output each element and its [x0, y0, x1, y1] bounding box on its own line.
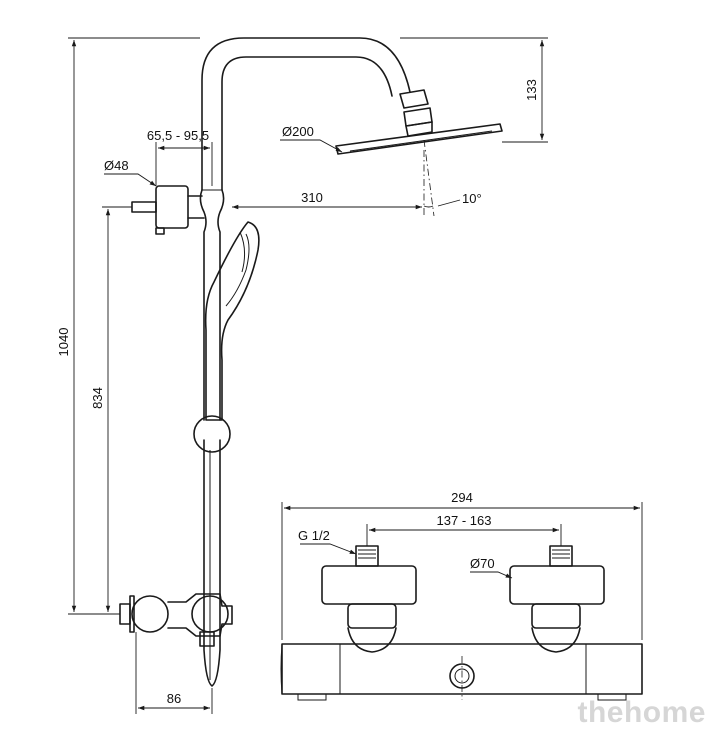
dim-label-rail-offset: 65,5 - 95,5 — [147, 128, 209, 143]
dim-label-escutcheon: Ø70 — [470, 556, 495, 571]
hand-shower — [204, 221, 260, 421]
dim-thread: G 1/2 — [298, 528, 357, 555]
dim-310: 310 — [232, 190, 422, 210]
head-axis-tilted — [423, 139, 435, 217]
dim-label-thread: G 1/2 — [298, 528, 330, 543]
hose-holder — [193, 415, 231, 687]
dim-label-head-diameter: Ø200 — [282, 124, 314, 139]
dim-294: 294 — [281, 490, 643, 640]
dim-label-inlet-spacing: 137 - 163 — [437, 513, 492, 528]
dim-holder-diameter: Ø48 — [104, 158, 157, 187]
watermark-logo: thehome — [577, 696, 706, 729]
dim-label-tilt: 10° — [462, 191, 482, 206]
dim-escutcheon: Ø70 — [470, 556, 513, 579]
dim-133: 133 — [400, 37, 548, 143]
dim-label-1040: 1040 — [56, 328, 71, 357]
mixer-front-view — [280, 545, 643, 701]
dim-label-133: 133 — [524, 79, 539, 101]
overhead-shower-head — [335, 123, 503, 155]
slide-rail — [199, 189, 225, 421]
dim-label-834: 834 — [90, 387, 105, 409]
dim-head-diameter: Ø200 — [280, 124, 343, 153]
dim-inlet-spacing: 137 - 163 — [366, 513, 562, 546]
dim-tilt: 10° — [423, 191, 482, 208]
dim-1040: 1040 — [56, 37, 200, 615]
shower-column — [201, 37, 433, 191]
mixer-side-view — [119, 593, 233, 647]
wall-bracket — [131, 185, 205, 235]
dim-label-86: 86 — [167, 691, 181, 706]
dim-834: 834 — [90, 206, 132, 612]
dim-label-holder-diameter: Ø48 — [104, 158, 129, 173]
dim-label-310: 310 — [301, 190, 323, 205]
dim-86: 86 — [135, 632, 213, 714]
dim-label-294: 294 — [451, 490, 473, 505]
dim-rail-offset: 65,5 - 95,5 — [147, 128, 213, 186]
